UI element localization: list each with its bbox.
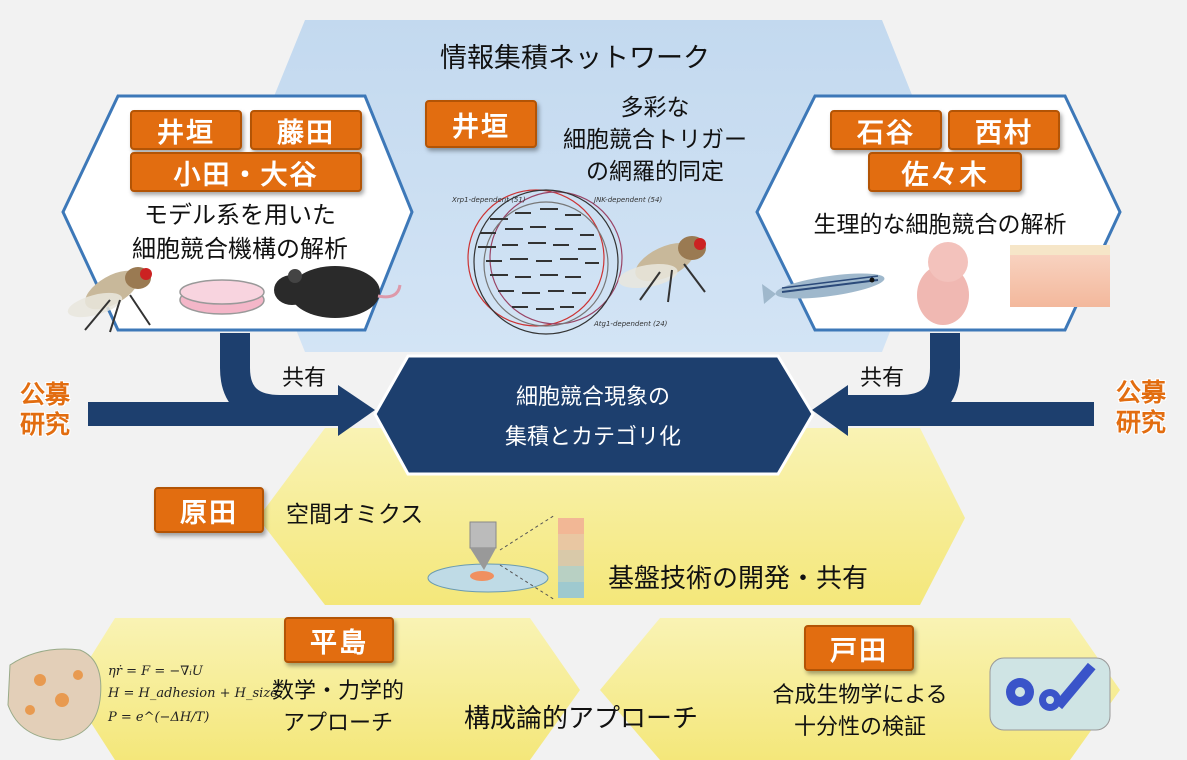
- hub-line2: 集積とカテゴリ化: [504, 425, 681, 450]
- venn-label-atg1: Atg1-dependent (24): [594, 320, 668, 328]
- tag-oda-otani: 小田・大谷: [130, 152, 362, 192]
- left-caption-line1: モデル系を用いた: [144, 201, 336, 229]
- left-public-arrow: [88, 402, 343, 426]
- right-public-arrow: [842, 402, 1094, 426]
- public-research-left-line2: 研究: [19, 410, 70, 439]
- harada-caption: 空間オミクス: [286, 502, 424, 528]
- center-caption-line2: 細胞競合トリガー: [563, 127, 747, 153]
- mouse-illustration: [274, 266, 402, 318]
- hub-line1: 細胞競合現象の: [515, 385, 670, 410]
- zebrafish-illustration: [762, 273, 885, 304]
- public-research-right-line2: 研究: [1115, 408, 1166, 437]
- equation-1: ηṙ = F = −∇ᵢU: [108, 664, 203, 679]
- tag-ishitani: 石谷: [830, 110, 942, 150]
- tag-igaki-left: 井垣: [130, 110, 242, 150]
- right-panel-caption: 生理的な細胞競合の解析: [813, 212, 1067, 238]
- constructive-approach-label: 構成論的アプローチ: [464, 704, 699, 734]
- share-label-left: 共有: [282, 366, 327, 391]
- network-hexagon: [238, 20, 948, 352]
- tag-nishimura: 西村: [948, 110, 1060, 150]
- center-panel-caption: 多彩な 細胞競合トリガー の網羅的同定: [540, 92, 770, 188]
- tag-harada: 原田: [154, 487, 264, 533]
- venn-label-xrp1: Xrp1-dependent (51): [452, 196, 526, 204]
- public-research-left: 公募 研究: [12, 380, 78, 440]
- left-caption-line2: 細胞競合機構の解析: [132, 235, 348, 263]
- public-research-left-line1: 公募: [19, 380, 70, 409]
- tag-fujita: 藤田: [250, 110, 362, 150]
- venn-label-jnk: JNK-dependent (54): [594, 196, 663, 204]
- tag-igaki-center: 井垣: [425, 100, 537, 148]
- equation-2: H = H_adhesion + H_size: [108, 686, 278, 701]
- harada-subtitle: 基盤技術の開発・共有: [608, 564, 869, 594]
- fly-illustration-left: [67, 267, 152, 333]
- embryo-illustration: [917, 242, 969, 325]
- center-caption-line1: 多彩な: [620, 95, 690, 121]
- central-hub-text: 細胞競合現象の 集積とカテゴリ化: [410, 378, 776, 458]
- spatial-omics-illustration: [427, 514, 584, 601]
- central-hub-hexagon: [373, 354, 815, 476]
- petri-dish: [179, 279, 265, 315]
- hirashima-hexagon: [70, 618, 580, 760]
- hirashima-caption: 数学・力学的 アプローチ: [248, 676, 428, 740]
- skin-tissue-illustration: [1010, 245, 1110, 307]
- toda-caption: 合成生物学による 十分性の検証: [745, 680, 975, 744]
- tag-sasaki: 佐々木: [868, 152, 1022, 192]
- equation-3: P = e^(−ΔH/T): [108, 710, 210, 725]
- gears-illustration: [989, 657, 1111, 731]
- share-label-right: 共有: [860, 366, 905, 391]
- fly-illustration-center: [618, 236, 706, 303]
- hirashima-caption-line1: 数学・力学的: [271, 679, 404, 704]
- hirashima-caption-line2: アプローチ: [282, 711, 393, 736]
- center-caption-line3: の網羅的同定: [586, 159, 724, 185]
- cell-sheet-illustration: [7, 648, 102, 741]
- tag-hirashima: 平島: [284, 617, 394, 663]
- left-panel-caption: モデル系を用いた 細胞競合機構の解析: [80, 198, 400, 266]
- public-research-right: 公募 研究: [1108, 378, 1174, 438]
- venn-diagram: [467, 189, 623, 335]
- toda-hexagon: [600, 618, 1120, 760]
- toda-caption-line1: 合成生物学による: [772, 683, 948, 708]
- venn-dots: [478, 208, 599, 310]
- tag-toda: 戸田: [804, 625, 914, 671]
- network-title: 情報集積ネットワーク: [440, 43, 710, 74]
- public-research-right-line1: 公募: [1115, 378, 1166, 407]
- toda-caption-line2: 十分性の検証: [793, 715, 926, 740]
